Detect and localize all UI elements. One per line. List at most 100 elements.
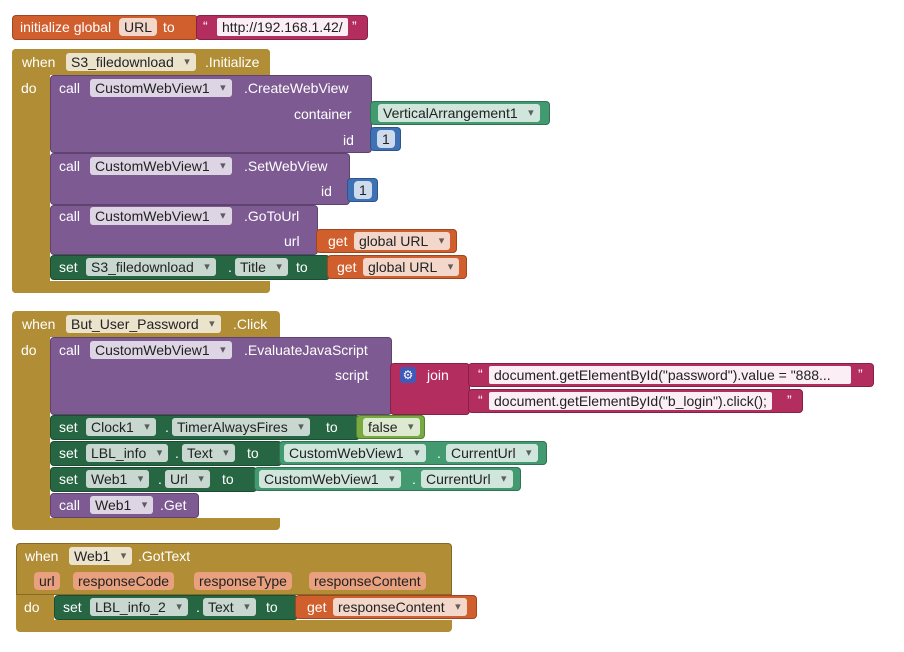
text-value[interactable]: document.getElementById("password").valu… <box>489 366 851 384</box>
open-quote: “ <box>203 18 208 34</box>
event-name: .Initialize <box>205 54 260 70</box>
set-web1-url-block[interactable]: set Web1 . Url to <box>50 467 257 492</box>
param-responsecontent[interactable]: responseContent <box>309 572 426 590</box>
event-do-rail <box>12 75 50 281</box>
event-component-dropdown[interactable]: S3_filedownload <box>66 53 196 71</box>
event-block-click[interactable]: when But_User_Password .Click <box>12 311 280 337</box>
component-dropdown[interactable]: VerticalArrangement1 <box>378 104 540 122</box>
set-title-block[interactable]: set S3_filedownload . Title to <box>50 255 330 280</box>
number-block[interactable]: 1 <box>370 127 401 151</box>
component-dropdown[interactable]: Clock1 <box>86 418 156 436</box>
number-value[interactable]: 1 <box>354 181 372 199</box>
property-dropdown[interactable]: Text <box>203 598 256 616</box>
set-lblinfo2-text-block[interactable]: set LBL_info_2 . Text to <box>54 595 298 620</box>
do-label: do <box>24 599 40 615</box>
param-url[interactable]: url <box>34 572 60 590</box>
close-quote: ” <box>858 366 863 382</box>
to-label: to <box>247 445 259 461</box>
dot-label: . <box>165 419 169 435</box>
script-label: script <box>335 367 369 383</box>
set-label: set <box>59 259 78 275</box>
property-dropdown[interactable]: Url <box>165 470 210 488</box>
open-quote: “ <box>478 392 483 408</box>
call-createwebview-block[interactable]: call CustomWebView1 .CreateWebView conta… <box>50 75 372 153</box>
id-label: id <box>321 183 332 199</box>
call-label: call <box>59 80 81 96</box>
init-to-label: to <box>163 19 175 35</box>
text-value[interactable]: document.getElementById("b_login").click… <box>489 392 772 410</box>
call-label: call <box>59 158 81 174</box>
variable-dropdown[interactable]: global URL <box>363 258 460 276</box>
gear-icon[interactable]: ⚙ <box>400 367 416 383</box>
close-quote: ” <box>787 392 792 408</box>
number-block[interactable]: 1 <box>347 178 378 202</box>
component-dropdown[interactable]: CustomWebView1 <box>90 341 232 359</box>
property-dropdown[interactable]: CurrentUrl <box>446 444 538 462</box>
event-block-gottext[interactable]: when Web1 .GotText url responseCode resp… <box>16 543 452 595</box>
call-gotourl-block[interactable]: call CustomWebView1 .GoToUrl url <box>50 205 318 255</box>
call-web1-get-block[interactable]: call Web1 .Get <box>50 493 199 518</box>
component-dropdown[interactable]: Web1 <box>86 470 150 488</box>
number-value[interactable]: 1 <box>377 130 395 148</box>
boolean-dropdown[interactable]: false <box>363 418 420 436</box>
join-block[interactable]: ⚙ join <box>390 363 470 415</box>
method-name: .SetWebView <box>244 158 328 174</box>
init-global-label: initialize global <box>20 19 112 35</box>
get-global-url-block[interactable]: get global URL <box>316 229 457 253</box>
event-do-rail <box>12 337 50 518</box>
variable-dropdown[interactable]: responseContent <box>333 598 467 616</box>
method-name: .Get <box>160 497 187 513</box>
init-var-name[interactable]: URL <box>119 18 158 36</box>
param-responsetype[interactable]: responseType <box>194 572 292 590</box>
when-label: when <box>25 548 59 564</box>
boolean-block[interactable]: false <box>356 415 425 439</box>
property-dropdown[interactable]: TimerAlwaysFires <box>172 418 310 436</box>
get-label: get <box>337 259 357 275</box>
text-block-password[interactable]: “ document.getElementById("password").va… <box>468 363 874 387</box>
dot-label: . <box>196 599 200 615</box>
component-dropdown[interactable]: CustomWebView1 <box>259 470 401 488</box>
property-dropdown[interactable]: Title <box>235 258 288 276</box>
text-block-login[interactable]: “ document.getElementById("b_login").cli… <box>468 389 803 413</box>
to-label: to <box>326 419 338 435</box>
component-dropdown[interactable]: Web1 <box>90 496 154 514</box>
set-lblinfo-text-block[interactable]: set LBL_info . Text to <box>50 441 282 466</box>
param-responsecode[interactable]: responseCode <box>73 572 175 590</box>
call-label: call <box>59 342 81 358</box>
event-component-dropdown[interactable]: Web1 <box>69 547 133 565</box>
event-component-dropdown[interactable]: But_User_Password <box>66 315 221 333</box>
get-responsecontent-block[interactable]: get responseContent <box>295 595 477 619</box>
set-label: set <box>63 599 82 615</box>
to-label: to <box>296 259 308 275</box>
component-dropdown[interactable]: S3_filedownload <box>86 258 216 276</box>
init-global-block[interactable]: initialize global URL to <box>12 15 198 40</box>
id-label: id <box>343 132 354 148</box>
property-dropdown[interactable]: CurrentUrl <box>421 470 513 488</box>
component-dropdown[interactable]: CustomWebView1 <box>284 444 426 462</box>
dot-label: . <box>228 259 232 275</box>
call-setwebview-block[interactable]: call CustomWebView1 .SetWebView id <box>50 153 350 205</box>
event-name: .Click <box>233 316 268 332</box>
component-property-getter[interactable]: CustomWebView1 . CurrentUrl <box>279 441 547 465</box>
init-text-block[interactable]: “ http://192.168.1.42/ ” <box>196 15 368 40</box>
to-label: to <box>266 599 278 615</box>
component-dropdown[interactable]: CustomWebView1 <box>90 79 232 97</box>
property-dropdown[interactable]: Text <box>182 444 235 462</box>
dot-label: . <box>175 445 179 461</box>
init-url-value[interactable]: http://192.168.1.42/ <box>217 18 348 36</box>
set-timer-block[interactable]: set Clock1 . TimerAlwaysFires to <box>50 415 360 440</box>
component-dropdown[interactable]: CustomWebView1 <box>90 157 232 175</box>
component-dropdown[interactable]: LBL_info <box>86 444 169 462</box>
component-dropdown[interactable]: LBL_info_2 <box>90 598 188 616</box>
get-global-url-block[interactable]: get global URL <box>327 255 467 279</box>
component-dropdown[interactable]: CustomWebView1 <box>90 207 232 225</box>
event-footer <box>16 620 452 632</box>
component-property-getter[interactable]: CustomWebView1 . CurrentUrl <box>254 467 521 491</box>
event-do-rail <box>16 595 54 620</box>
variable-dropdown[interactable]: global URL <box>354 232 451 250</box>
set-label: set <box>59 445 78 461</box>
to-label: to <box>222 471 234 487</box>
call-label: call <box>59 208 81 224</box>
component-block[interactable]: VerticalArrangement1 <box>370 101 550 125</box>
call-evaluatejs-block[interactable]: call CustomWebView1 .EvaluateJavaScript … <box>50 337 392 415</box>
